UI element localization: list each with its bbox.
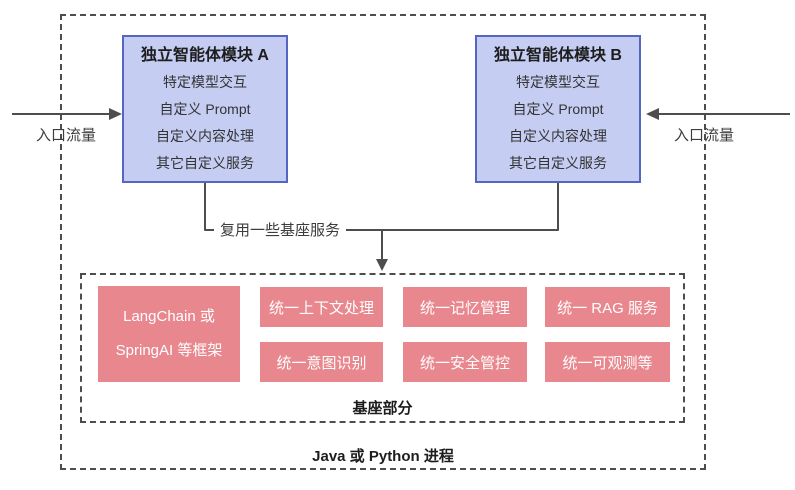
module-b-item: 其它自定义服务: [509, 155, 607, 171]
agent-module-a: 独立智能体模块 A 特定模型交互 自定义 Prompt 自定义内容处理 其它自定…: [122, 35, 288, 183]
module-a-item: 自定义内容处理: [156, 128, 254, 144]
entry-traffic-label-right: 入口流量: [673, 127, 734, 144]
module-b-item: 自定义内容处理: [509, 128, 607, 144]
service-box-observability: 统一可观测等: [545, 342, 670, 382]
service-box-context: 统一上下文处理: [260, 287, 383, 327]
base-section-box: [80, 273, 685, 423]
framework-line1: LangChain 或: [123, 308, 215, 325]
base-section-label: 基座部分: [352, 400, 413, 417]
service-box-memory: 统一记忆管理: [403, 287, 527, 327]
module-a-item: 自定义 Prompt: [159, 101, 251, 117]
reuse-base-services-label: 复用一些基座服务: [214, 222, 347, 240]
framework-box: LangChain 或 SpringAI 等框架: [98, 286, 240, 382]
framework-line2: SpringAI 等框架: [115, 342, 223, 359]
service-box-intent: 统一意图识别: [260, 342, 383, 382]
module-a-title: 独立智能体模块 A: [140, 47, 269, 64]
service-box-security: 统一安全管控: [403, 342, 527, 382]
service-box-rag: 统一 RAG 服务: [545, 287, 670, 327]
process-boundary-box: [60, 14, 706, 470]
process-label: Java 或 Python 进程: [312, 448, 454, 465]
module-a-item: 特定模型交互: [163, 74, 247, 90]
module-b-item: 自定义 Prompt: [512, 101, 604, 117]
module-a-item: 其它自定义服务: [156, 155, 254, 171]
agent-module-b: 独立智能体模块 B 特定模型交互 自定义 Prompt 自定义内容处理 其它自定…: [475, 35, 641, 183]
module-b-title: 独立智能体模块 B: [493, 47, 622, 64]
entry-traffic-label-left: 入口流量: [35, 127, 96, 144]
module-b-item: 特定模型交互: [516, 74, 600, 90]
